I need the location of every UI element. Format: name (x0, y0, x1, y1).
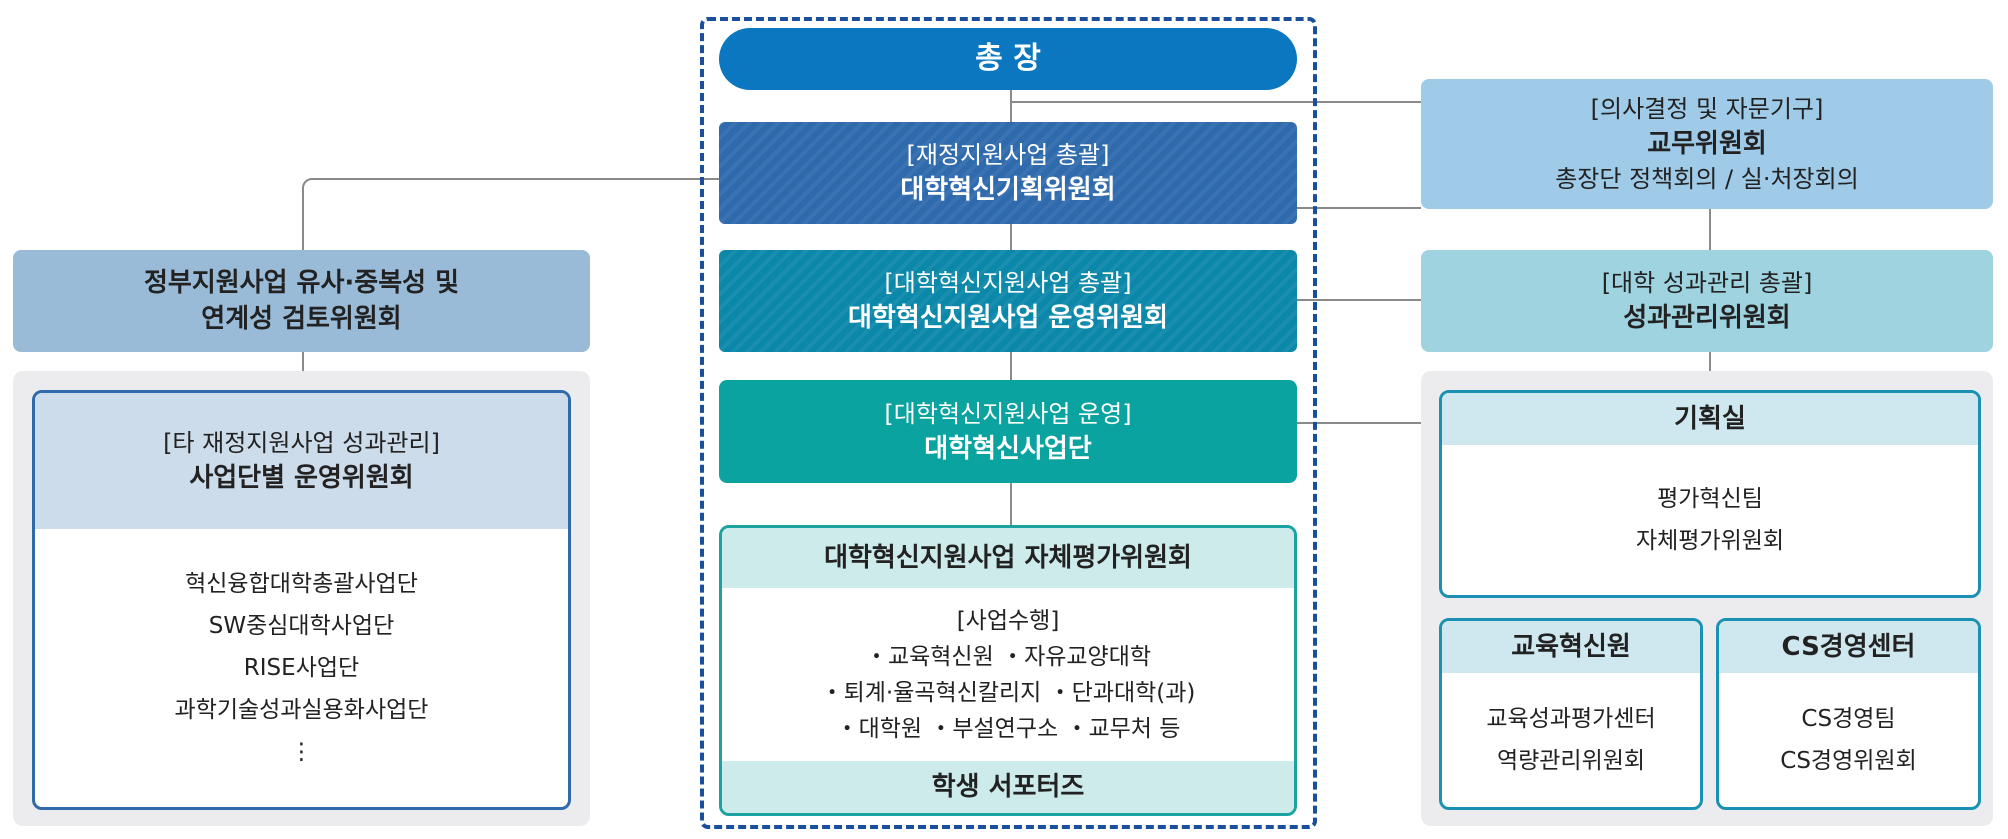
project-main: 대학혁신사업단 (924, 433, 1092, 464)
cs-center-card[interactable]: CS경영센터 CS경영팀 CS경영위원회 (1716, 618, 1981, 810)
connector-president-academic (1011, 101, 1421, 103)
review-committee-box[interactable]: 정부지원사업 유사·중복성 및 연계성 검토위원회 (13, 250, 590, 352)
connector-planning-academic (1297, 207, 1421, 209)
ops-more: ⋮ (290, 739, 313, 765)
cs-center-item: CS경영팀 (1801, 706, 1896, 732)
connector-project-right (1297, 422, 1439, 424)
performance-committee-box[interactable]: [대학 성과관리 총괄] 성과관리위원회 (1421, 250, 1993, 352)
connector-operation-perf (1297, 299, 1421, 301)
self-eval-title: 대학혁신지원사업 자체평가위원회 (824, 543, 1192, 573)
connector-left-corner (302, 178, 318, 194)
edu-innovation-title: 교육혁신원 (1511, 632, 1631, 662)
planning-main: 대학혁신기획위원회 (900, 175, 1116, 205)
edu-innovation-item: 역량관리위원회 (1496, 748, 1646, 774)
review-line1: 정부지원사업 유사·중복성 및 (143, 268, 460, 298)
academic-main: 교무위원회 (1647, 129, 1767, 159)
ops-committee-card[interactable]: [타 재정지원사업 성과관리] 사업단별 운영위원회 혁신융합대학총괄사업단 S… (32, 390, 571, 810)
ops-item: SW중심대학사업단 (208, 613, 395, 639)
self-eval-line: ・교육혁신원 ・자유교양대학 (864, 643, 1152, 670)
self-eval-section: [사업수행] (956, 607, 1060, 634)
academic-sub: [의사결정 및 자문기구] (1590, 95, 1824, 123)
cs-center-title: CS경영센터 (1781, 632, 1916, 662)
cs-center-item: CS경영위원회 (1780, 748, 1917, 774)
planning-office-title: 기획실 (1674, 404, 1746, 434)
planning-office-item: 자체평가위원회 (1635, 528, 1785, 554)
connector-academic-perf (1709, 209, 1711, 250)
ops-item: 혁신융합대학총괄사업단 (185, 571, 418, 597)
edu-innovation-item: 교육성과평가센터 (1486, 706, 1656, 732)
president-label: 총 장 (975, 41, 1041, 76)
performance-sub: [대학 성과관리 총괄] (1601, 269, 1813, 297)
academic-committee-box[interactable]: [의사결정 및 자문기구] 교무위원회 총장단 정책회의 / 실·처장회의 (1421, 79, 1993, 209)
edu-innovation-card[interactable]: 교육혁신원 교육성과평가센터 역량관리위원회 (1439, 618, 1703, 810)
president-box[interactable]: 총 장 (719, 28, 1297, 90)
project-group-box[interactable]: [대학혁신지원사업 운영] 대학혁신사업단 (719, 380, 1297, 483)
self-eval-line: ・대학원 ・부설연구소 ・교무처 등 (835, 715, 1181, 742)
self-eval-line: ・퇴계·율곡혁신칼리지 ・단과대학(과) (820, 679, 1196, 706)
planning-sub: [재정지원사업 총괄] (906, 141, 1110, 169)
performance-main: 성과관리위원회 (1623, 303, 1791, 333)
connector-perf-panel (1709, 352, 1711, 372)
project-sub: [대학혁신지원사업 운영] (884, 399, 1132, 428)
operation-committee-box[interactable]: [대학혁신지원사업 총괄] 대학혁신지원사업 운영위원회 (719, 250, 1297, 352)
student-supporters: 학생 서포터즈 (931, 772, 1085, 802)
ops-item: 과학기술성과실용화사업단 (174, 697, 429, 723)
planning-office-item: 평가혁신팀 (1657, 486, 1763, 512)
center-dashed-frame (700, 17, 1317, 829)
ops-sub: [타 재정지원사업 성과관리] (163, 429, 440, 457)
connector-left-panel (302, 352, 304, 372)
planning-office-card[interactable]: 기획실 평가혁신팀 자체평가위원회 (1439, 390, 1981, 598)
operation-main: 대학혁신지원사업 운영위원회 (847, 303, 1168, 333)
connector-left-vertical (302, 190, 304, 250)
planning-committee-box[interactable]: [재정지원사업 총괄] 대학혁신기획위원회 (719, 122, 1297, 224)
academic-note: 총장단 정책회의 / 실·처장회의 (1555, 165, 1859, 193)
operation-sub: [대학혁신지원사업 총괄] (884, 269, 1132, 297)
ops-main: 사업단별 운영위원회 (189, 463, 414, 493)
review-line2: 연계성 검토위원회 (201, 304, 402, 334)
ops-item: RISE사업단 (243, 655, 360, 681)
connector-planning-left (310, 178, 720, 180)
self-eval-card[interactable]: 대학혁신지원사업 자체평가위원회 [사업수행] ・교육혁신원 ・자유교양대학 ・… (719, 525, 1297, 816)
